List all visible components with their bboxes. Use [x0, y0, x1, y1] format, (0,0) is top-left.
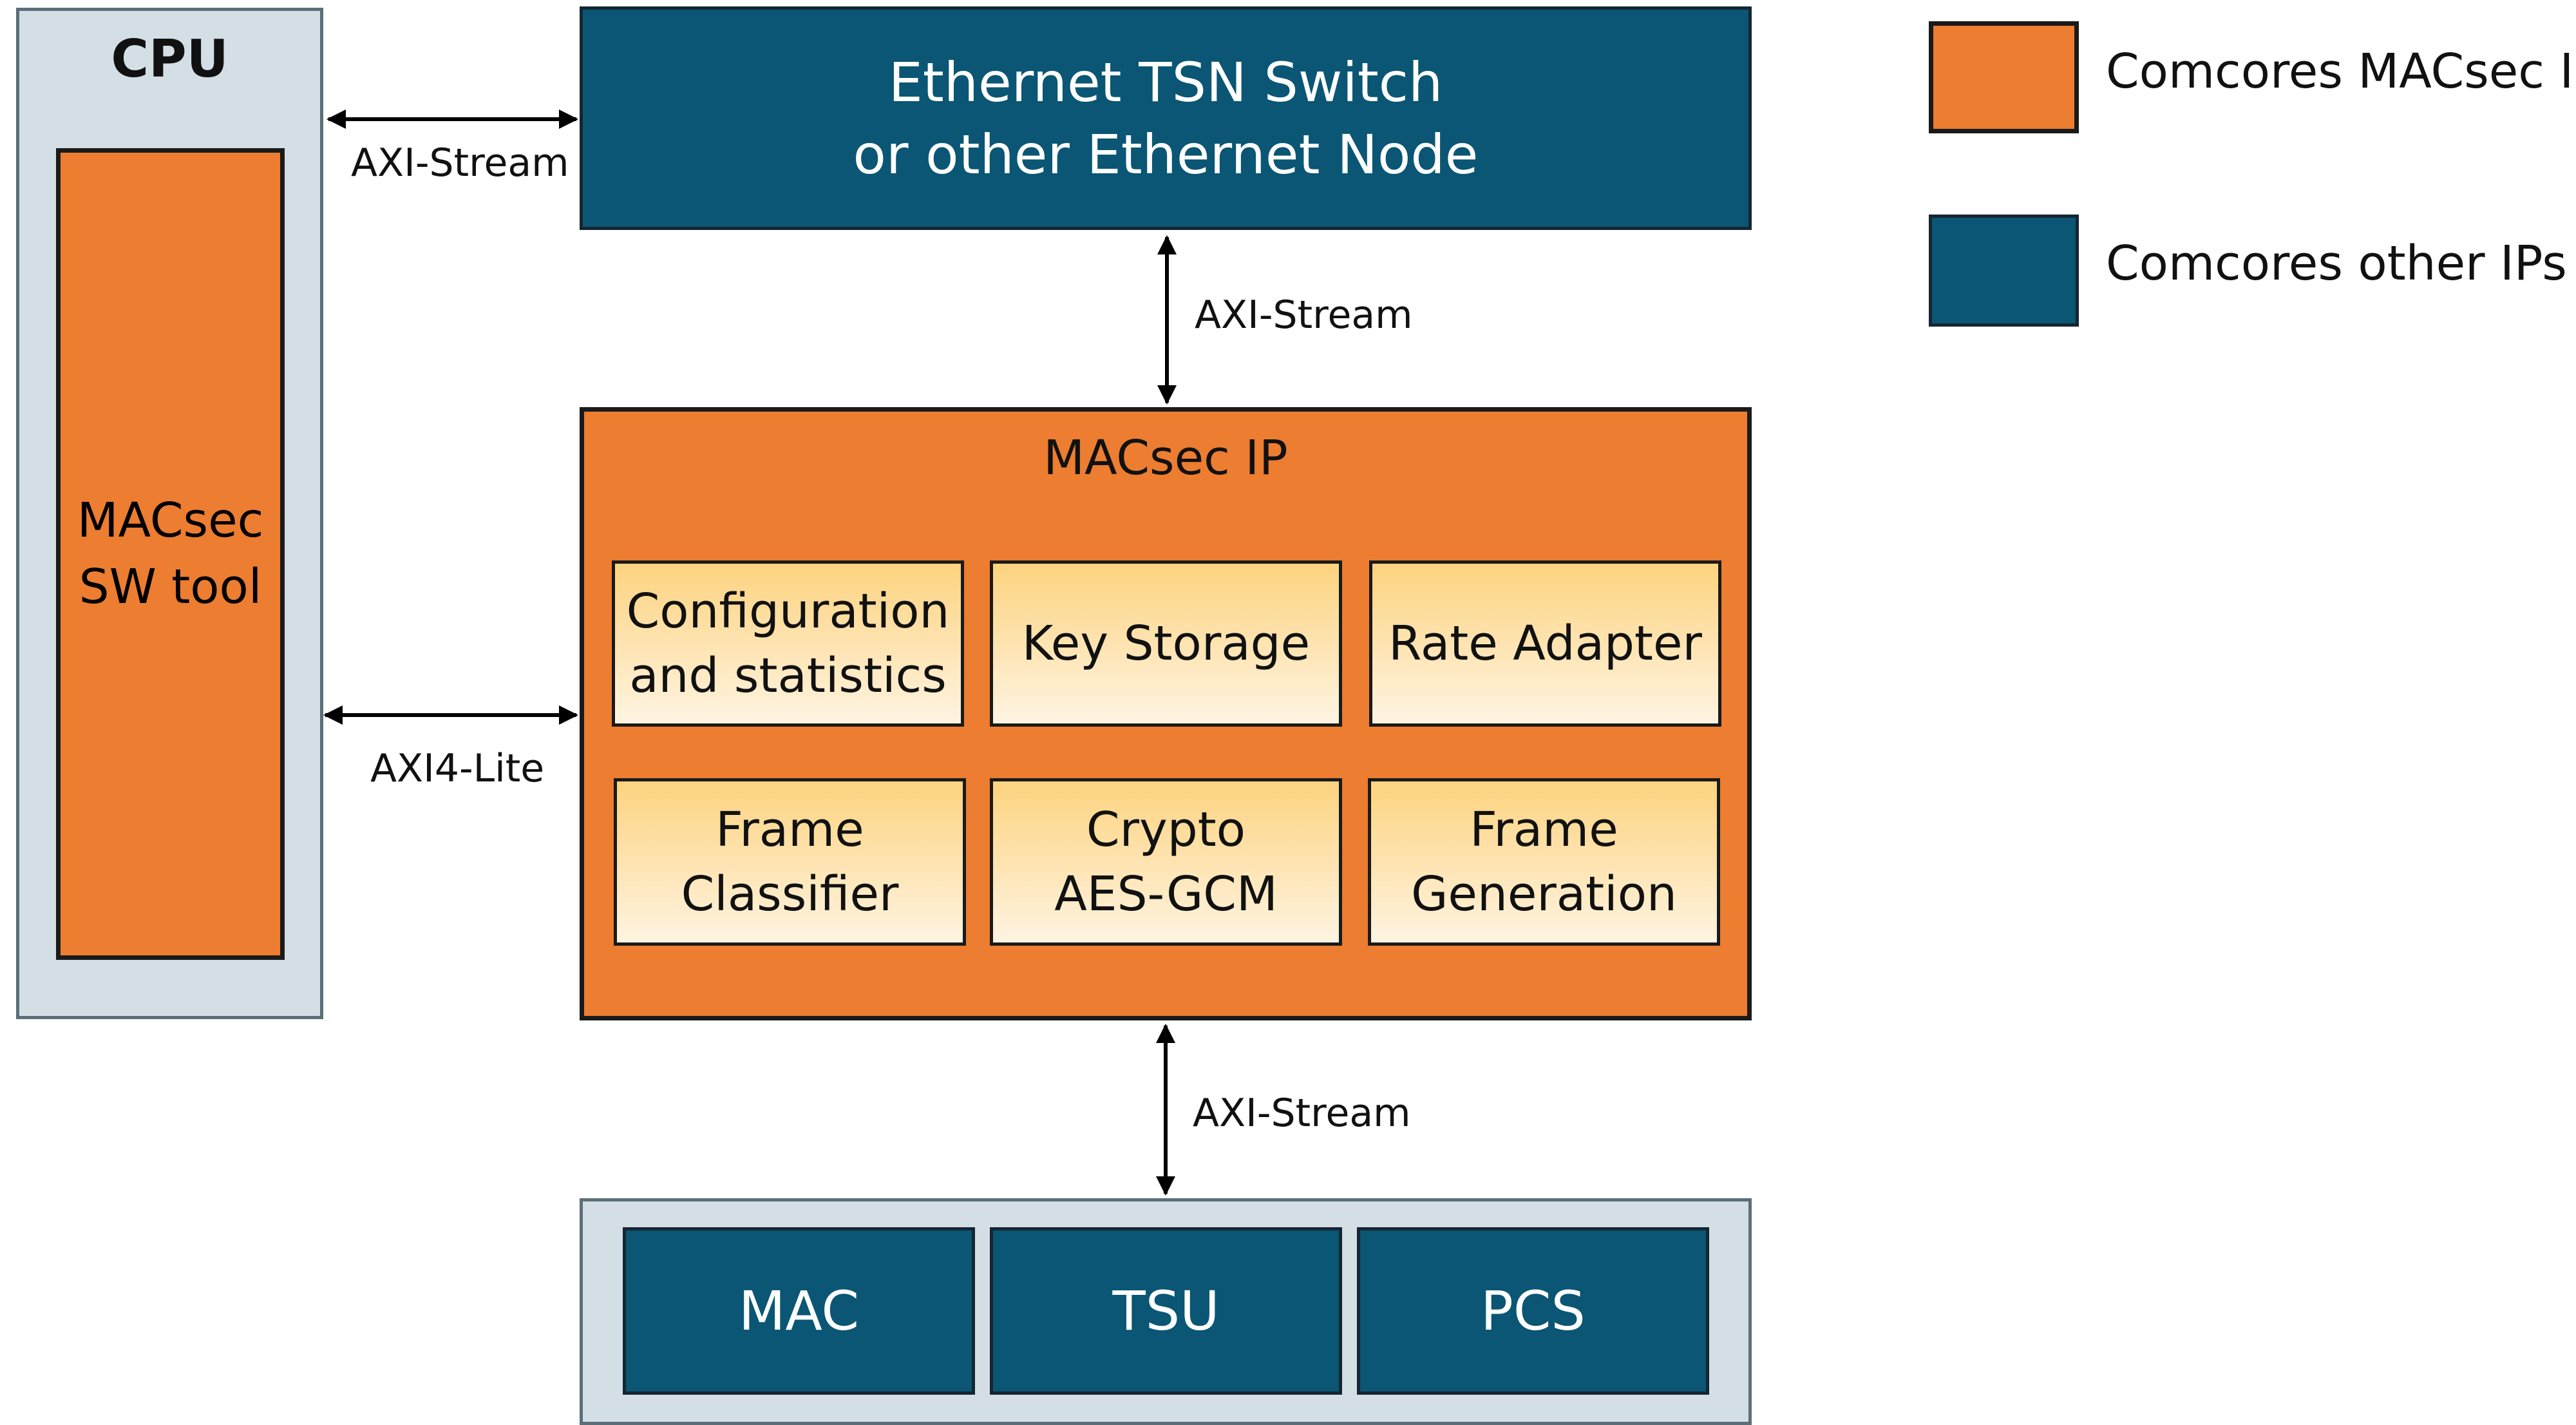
- link-label-switch-macsec: AXI-Stream: [1195, 292, 1413, 338]
- legend-label-other-ips: Comcores other IPs: [2106, 236, 2567, 291]
- link-label-cpu-macsec: AXI4-Lite: [370, 746, 545, 791]
- macsec-ip-title: MACsec IP: [1043, 430, 1288, 486]
- macsec-sw-tool: MACsec SW tool: [56, 148, 285, 960]
- frame-classifier-block: Frame Classifier: [614, 778, 966, 946]
- legend-label-macsec-ip: Comcores MACsec IP: [2106, 44, 2576, 99]
- ethernet-tsn-switch: Ethernet TSN Switch or other Ethernet No…: [580, 6, 1752, 230]
- rate-adapter-block: Rate Adapter: [1369, 560, 1721, 727]
- mac-block: MAC: [623, 1227, 975, 1395]
- cpu-title: CPU: [111, 29, 229, 89]
- tsu-block: TSU: [990, 1227, 1342, 1395]
- legend-swatch-macsec-ip: [1929, 21, 2079, 133]
- config-statistics-block: Configuration and statistics: [612, 560, 964, 727]
- link-label-macsec-phy: AXI-Stream: [1193, 1091, 1411, 1136]
- pcs-block: PCS: [1357, 1227, 1709, 1395]
- crypto-aes-gcm-block: Crypto AES-GCM: [990, 778, 1342, 946]
- link-label-cpu-switch: AXI-Stream: [351, 140, 569, 186]
- frame-generation-block: Frame Generation: [1368, 778, 1720, 946]
- key-storage-block: Key Storage: [990, 560, 1342, 727]
- legend-swatch-other-ips: [1929, 215, 2079, 327]
